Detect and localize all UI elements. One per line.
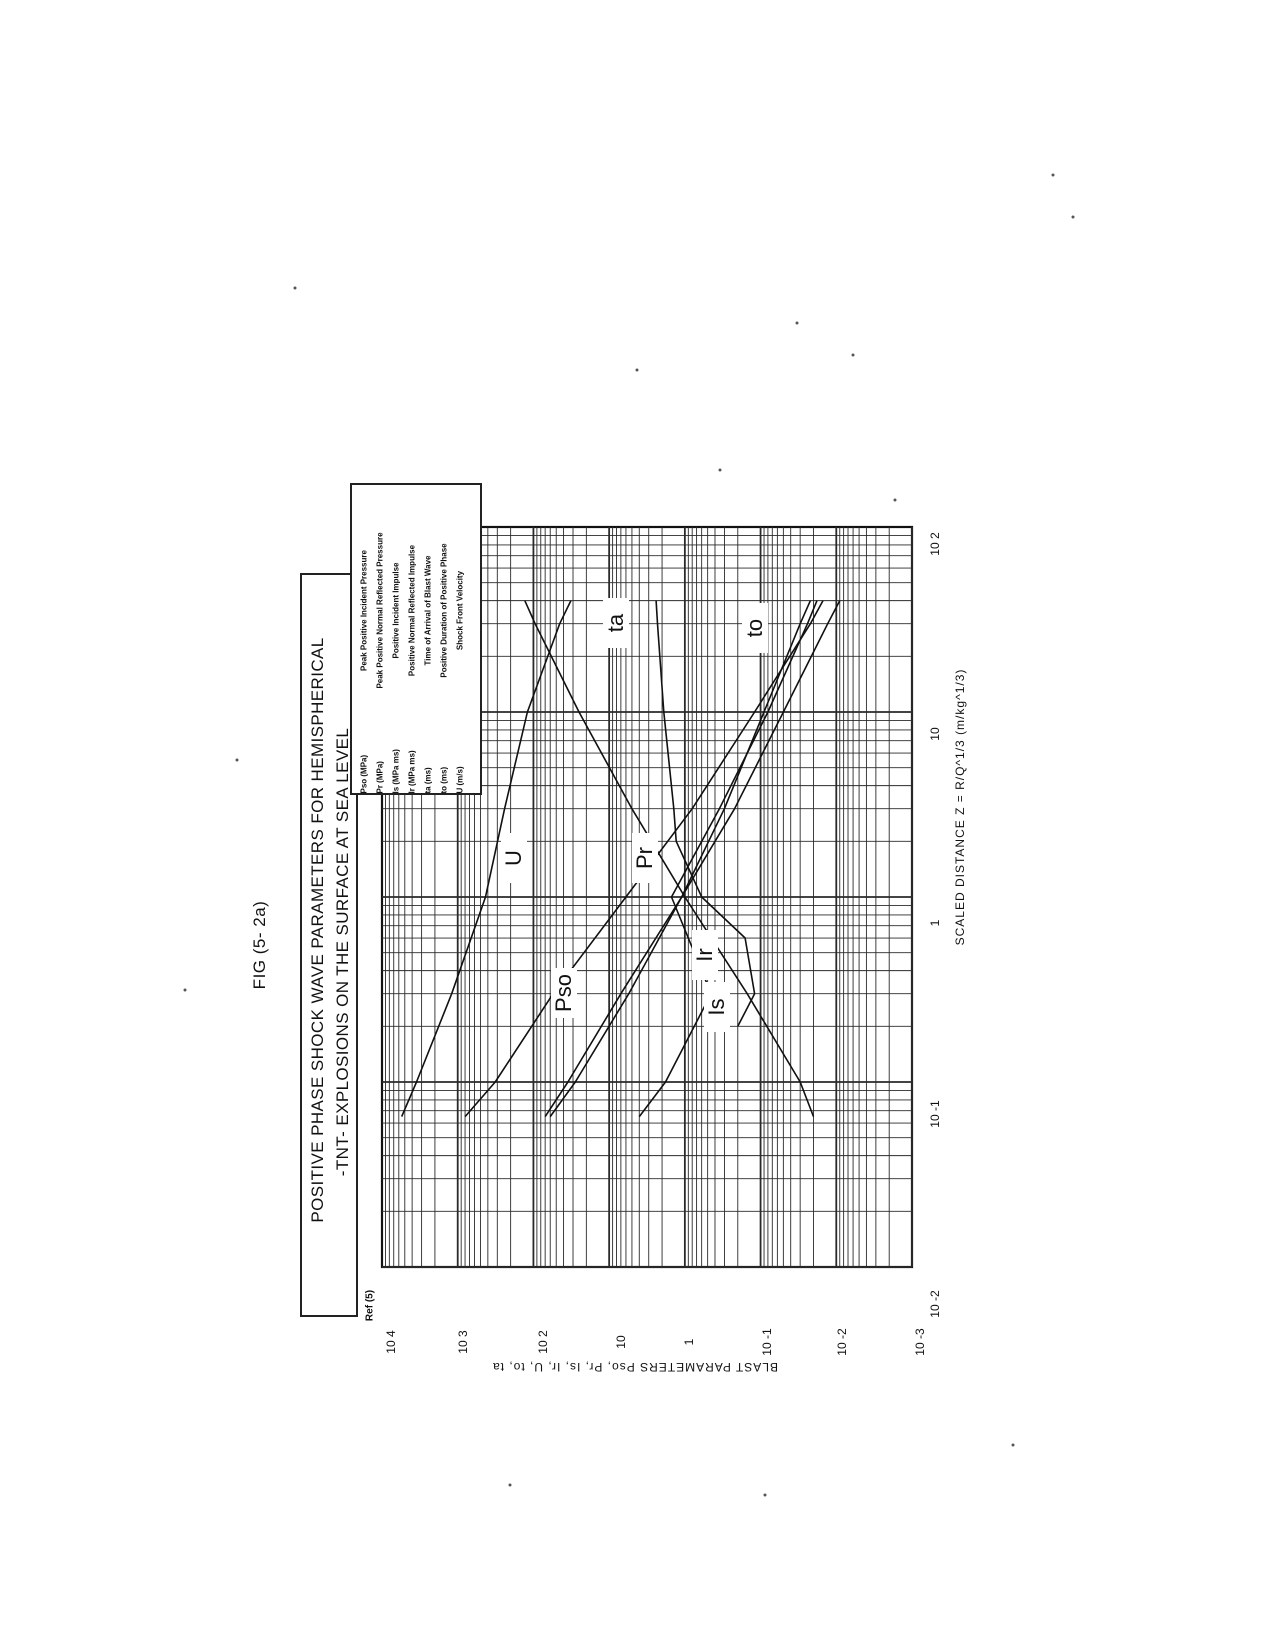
legend-description: Positive Normal Reflected Impulse bbox=[407, 544, 417, 677]
figure-label: FIG (5- 2a) bbox=[250, 900, 269, 990]
y-axis-title: BLAST PARAMETERS Pso, Pr, Is, Ir, U, to,… bbox=[492, 1360, 778, 1374]
series-label-ir: Ir bbox=[691, 929, 718, 980]
scan-speck bbox=[718, 468, 722, 472]
scan-speck bbox=[893, 498, 897, 502]
series-line-to bbox=[655, 600, 756, 1027]
legend-description: Peak Positive Incident Pressure bbox=[359, 550, 369, 671]
series-label-to: to bbox=[741, 603, 768, 654]
legend-symbol: U (m/s) bbox=[455, 766, 465, 794]
series-line-pso bbox=[544, 600, 841, 1118]
y-tick-label: 10 -2 bbox=[835, 1328, 849, 1356]
series-label-ta: ta bbox=[603, 597, 630, 648]
chart-title: POSITIVE PHASE SHOCK WAVE PARAMETERS FOR… bbox=[308, 637, 327, 1223]
scan-speck bbox=[1071, 215, 1075, 219]
series-line-is bbox=[638, 600, 818, 1118]
scan-speck bbox=[183, 988, 187, 992]
scan-speck bbox=[293, 286, 297, 290]
reference-label: Ref (5) bbox=[364, 1289, 376, 1322]
legend bbox=[350, 483, 482, 795]
legend-symbol: Pr (MPa) bbox=[375, 761, 385, 794]
scan-speck bbox=[795, 321, 799, 325]
series-line-ta bbox=[524, 600, 815, 1117]
series-label-pso: Pso bbox=[550, 967, 577, 1018]
y-tick-label: 1 bbox=[682, 1338, 696, 1346]
x-tick-label: 10 bbox=[928, 727, 942, 741]
scan-speck bbox=[851, 353, 855, 357]
y-tick-label: 10 -1 bbox=[760, 1328, 774, 1356]
legend-symbol: Ir (MPa ms) bbox=[407, 750, 417, 794]
series-label-pr: Pr bbox=[631, 833, 658, 884]
legend-description: Peak Positive Normal Reflected Pressure bbox=[375, 532, 385, 689]
y-tick-label: 10 -3 bbox=[913, 1328, 927, 1356]
legend-description: Positive Incident Impulse bbox=[391, 562, 401, 659]
x-tick-label: 10 -1 bbox=[928, 1100, 942, 1128]
legend-symbol: ta (ms) bbox=[423, 767, 433, 794]
scan-speck bbox=[763, 1493, 767, 1497]
scan-speck bbox=[235, 758, 239, 762]
legend-symbol: Pso (MPa) bbox=[359, 754, 369, 794]
scan-speck bbox=[635, 368, 639, 372]
legend-symbol: to (ms) bbox=[439, 766, 449, 794]
legend-description: Shock Front Velocity bbox=[455, 570, 465, 651]
chart-grid bbox=[380, 525, 914, 1269]
x-tick-label: 10 -2 bbox=[928, 1290, 942, 1318]
title-box bbox=[300, 573, 358, 1317]
y-tick-label: 10 4 bbox=[384, 1330, 398, 1354]
y-tick-label: 10 bbox=[614, 1335, 628, 1349]
series-label-is: Is bbox=[703, 982, 730, 1033]
x-axis-title: SCALED DISTANCE Z = R/Q^1/3 (m/kg^1/3) bbox=[953, 668, 967, 946]
series-label-u: U bbox=[501, 833, 528, 884]
legend-description: Time of Arrival of Blast Wave bbox=[423, 555, 433, 666]
x-tick-label: 1 bbox=[928, 919, 942, 927]
scan-speck bbox=[508, 1483, 512, 1487]
x-tick-label: 10 2 bbox=[928, 532, 942, 556]
series-line-ir bbox=[549, 600, 812, 1118]
chart-curves bbox=[183, 173, 1075, 1497]
series-line-u bbox=[400, 600, 572, 1117]
scan-speck bbox=[1011, 1443, 1015, 1447]
scan-speck bbox=[1051, 173, 1055, 177]
y-tick-label: 10 3 bbox=[456, 1330, 470, 1354]
legend-symbol: Is (MPa ms) bbox=[391, 749, 401, 794]
legend-description: Positive Duration of Positive Phase bbox=[439, 543, 449, 678]
y-tick-label: 10 2 bbox=[536, 1330, 550, 1354]
